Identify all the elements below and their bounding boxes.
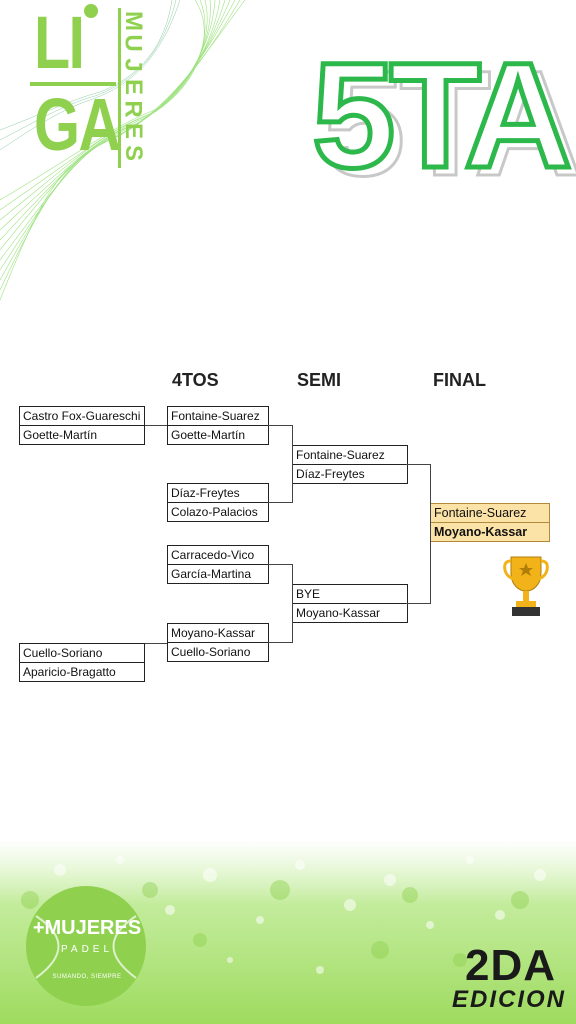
match-quarter-2: Díaz-Freytes Colazo-Palacios — [167, 483, 269, 522]
match-semi-1: Fontaine-Suarez Díaz-Freytes — [292, 445, 408, 484]
team-slot: Cuello-Soriano — [168, 642, 268, 661]
team-slot: Fontaine-Suarez — [171, 409, 260, 423]
team-slot: Goette-Martín — [168, 425, 268, 444]
match-semi-2: BYE Moyano-Kassar — [292, 584, 408, 623]
connector-line — [268, 425, 292, 426]
connector-line — [406, 464, 430, 465]
connector-line — [292, 425, 293, 503]
padel-logo-subtitle: PADEL — [60, 944, 114, 955]
logo-divider — [30, 82, 116, 86]
team-slot: Cuello-Soriano — [23, 646, 103, 660]
team-slot: Díaz-Freytes — [171, 486, 240, 500]
team-slot: Goette-Martín — [20, 425, 144, 444]
team-slot: BYE — [296, 587, 321, 601]
connector-line — [145, 643, 167, 644]
logo-letters-bottom: GA — [34, 83, 121, 166]
tennis-ball-icon — [84, 4, 98, 18]
edition-word: EDICION — [451, 986, 566, 1013]
match-quarter-1: Fontaine-Suarez Goette-Martín — [167, 406, 269, 445]
team-slot: Carracedo-Vico — [171, 548, 255, 562]
connector-line — [268, 502, 292, 503]
connector-line — [268, 564, 292, 565]
connector-line — [145, 425, 167, 426]
edition-number: 2DA — [464, 941, 556, 990]
match-quarter-3: Carracedo-Vico García-Martina — [167, 545, 269, 584]
team-slot-finalist: Fontaine-Suarez — [431, 504, 549, 522]
team-slot: Moyano-Kassar — [171, 626, 256, 640]
heading-semis: SEMI — [297, 370, 342, 390]
match-final: Fontaine-Suarez Moyano-Kassar — [430, 503, 550, 542]
match-quarter-4: Moyano-Kassar Cuello-Soriano — [167, 623, 269, 662]
category-title: 5TA 5TA — [309, 38, 576, 200]
match-r1-2: Cuello-Soriano Aparicio-Bragatto — [19, 643, 145, 682]
team-slot-champion: Moyano-Kassar — [431, 522, 549, 541]
tennis-ball-seams — [35, 915, 137, 979]
padel-logo-title: +MUJERES — [32, 917, 142, 939]
team-slot: García-Martina — [168, 564, 268, 583]
team-slot: Aparicio-Bragatto — [20, 662, 144, 681]
decorative-wave-lines — [0, 0, 246, 301]
team-slot: Colazo-Palacios — [168, 502, 268, 521]
connector-line — [292, 564, 293, 643]
logo-vertical-letter: E — [119, 78, 147, 96]
trophy-icon — [503, 556, 549, 616]
heading-quarters: 4TOS — [172, 370, 219, 390]
category-title-text: 5TA — [309, 31, 574, 199]
logo-letters-top: LI — [34, 1, 85, 84]
connector-line — [430, 464, 431, 604]
logo-vertical-letter: R — [120, 100, 147, 118]
logo-vertical-letter: S — [119, 144, 147, 162]
logo-vertical-line — [118, 8, 121, 168]
category-title-shadow: 5TA — [320, 39, 576, 207]
logo-vertical-letter: E — [119, 122, 147, 140]
team-slot: Moyano-Kassar — [293, 603, 407, 622]
logo-vertical-letter: M — [120, 11, 147, 31]
match-r1-1: Castro Fox-Guareschi Goette-Martín — [19, 406, 145, 445]
logo-vertical-letter: U — [120, 34, 147, 52]
connector-line — [406, 603, 430, 604]
team-slot: Castro Fox-Guareschi — [23, 409, 141, 423]
padel-logo-tagline: SUMANDO, SIEMPRE — [52, 974, 122, 980]
team-slot: Díaz-Freytes — [293, 464, 407, 483]
team-slot: Fontaine-Suarez — [296, 448, 385, 462]
heading-final: FINAL — [433, 370, 486, 390]
connector-line — [268, 642, 292, 643]
logo-vertical-letter: J — [119, 58, 147, 72]
padel-logo-ball — [26, 886, 146, 1006]
